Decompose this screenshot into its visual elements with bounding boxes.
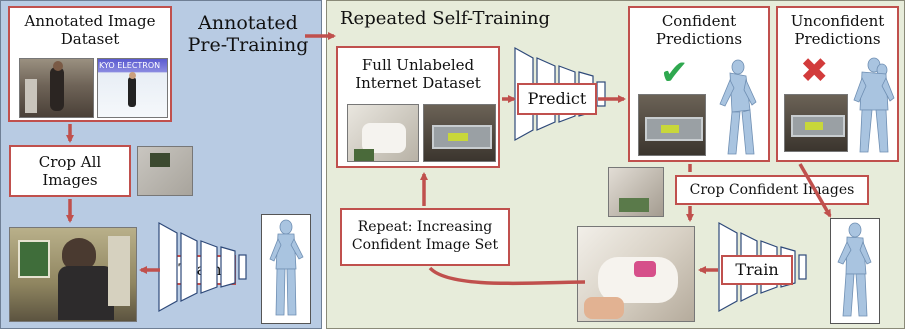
confident-crop-thumbnail [608, 167, 664, 217]
pretraining-header: Annotated Pre-Training [187, 12, 309, 56]
skating-sign-text: KYO ELECTRON [99, 61, 161, 70]
body-mesh-left-icon [269, 219, 304, 316]
unconfident-mesh-icon [853, 57, 895, 153]
crop-thumbnail [137, 146, 193, 196]
confident-photo [638, 94, 706, 156]
train-label-right: Train [735, 260, 779, 279]
unconfident-predictions-label: Unconfident Predictions [790, 12, 885, 48]
crop-all-images-box: Crop All Images [9, 145, 131, 197]
repeat-label: Repeat: Increasing Confident Image Set [351, 219, 499, 253]
trained-result-photo [9, 227, 137, 322]
confident-predictions-label: Confident Predictions [655, 12, 743, 48]
crop-all-images-label: Crop All Images [38, 153, 102, 189]
predict-label: Predict [527, 89, 587, 108]
cross-icon: ✖ [800, 51, 829, 91]
annotated-dataset-box: Annotated Image Dataset KYO ELECTRON [8, 6, 172, 122]
unconfident-predictions-box: Unconfident Predictions ✖ [776, 6, 899, 162]
unlabeled-photo-2 [423, 104, 496, 162]
confident-mesh-icon [719, 59, 757, 155]
skating-photo: KYO ELECTRON [97, 58, 168, 118]
network-left-icon [158, 221, 247, 313]
check-icon: ✔ [660, 53, 689, 93]
cropped-training-photo [577, 226, 695, 322]
gym-photo [19, 58, 94, 118]
confident-predictions-box: Confident Predictions ✔ [628, 6, 770, 162]
self-training-header: Repeated Self-Training [340, 8, 551, 29]
body-mesh-right-icon [837, 222, 872, 317]
repeat-box: Repeat: Increasing Confident Image Set [340, 208, 510, 266]
annotated-dataset-label: Annotated Image Dataset [24, 12, 156, 48]
unlabeled-dataset-label: Full Unlabeled Internet Dataset [355, 56, 481, 92]
unconfident-photo [784, 94, 848, 152]
predict-box: Predict [517, 83, 597, 115]
train-box-right: Train [721, 255, 793, 285]
unlabeled-dataset-box: Full Unlabeled Internet Dataset [336, 46, 500, 168]
unlabeled-photo-1 [347, 104, 419, 162]
